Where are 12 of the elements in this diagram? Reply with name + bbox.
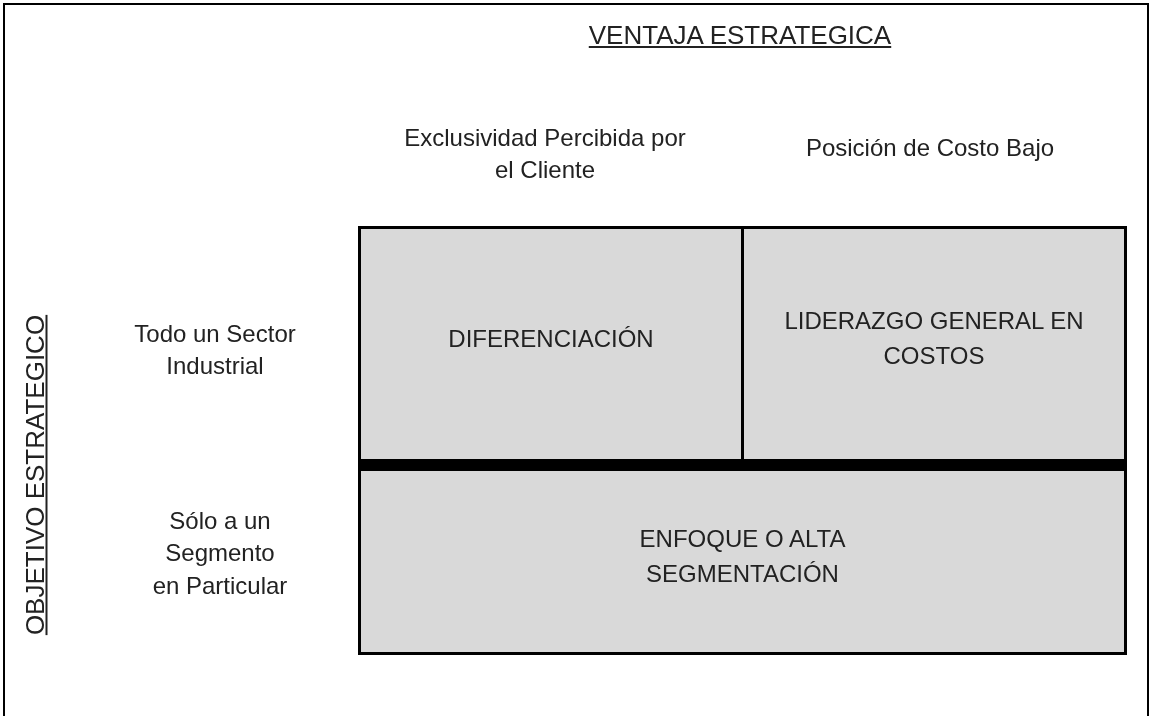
strategy-box [358,226,741,462]
column-header: Exclusividad Percibida por el Cliente [403,123,687,186]
axis-title: OBJETIVO ESTRATEGICO [20,313,50,638]
strategy-box [358,462,1127,655]
strategy-box [741,226,1127,462]
chart-title: VENTAJA ESTRATEGICA [587,20,893,51]
box-label: ENFOQUE O ALTA SEGMENTACIÓN [638,523,847,589]
box-label: DIFERENCIACIÓN [448,323,654,354]
box-label: LIDERAZGO GENERAL EN COSTOS [783,306,1085,371]
row-header: Todo un Sector Industrial [133,319,297,382]
row-header: Sólo a un Segmento en Particular [151,506,289,601]
column-header: Posición de Costo Bajo [804,133,1056,163]
